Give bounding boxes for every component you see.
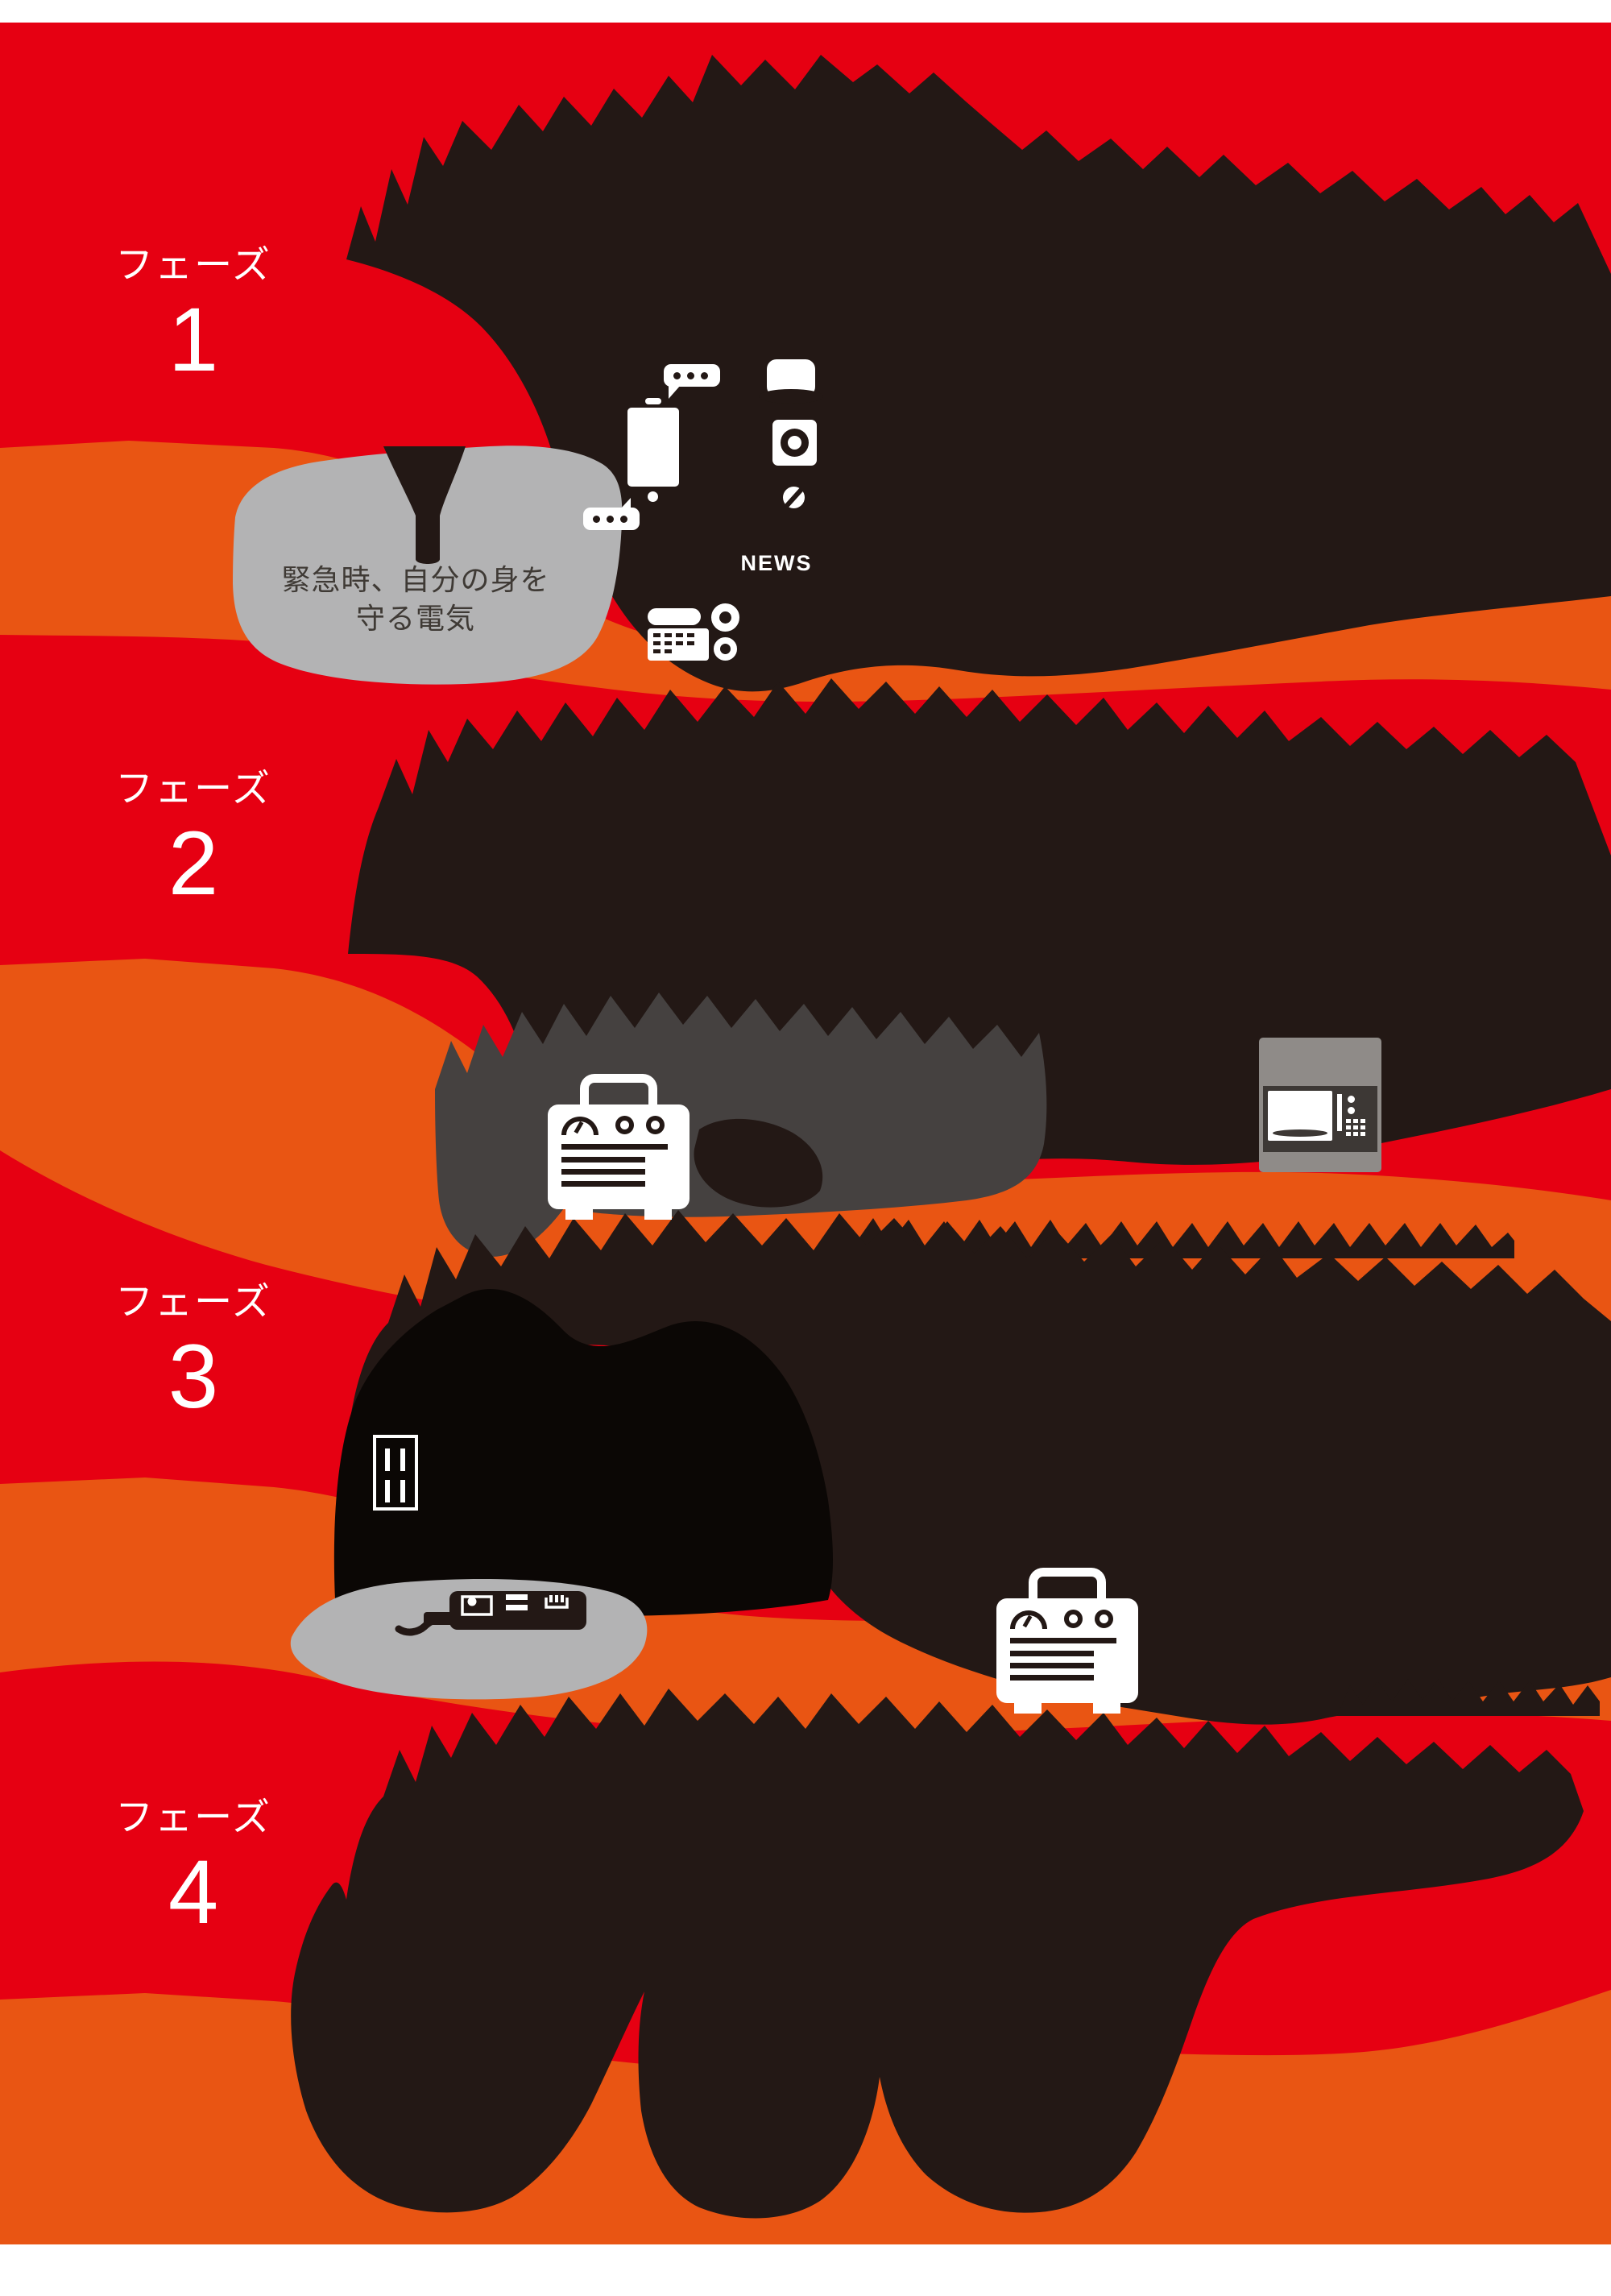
generator-vent (1010, 1663, 1094, 1668)
phase-tag-1: フェーズ 1 (89, 246, 298, 385)
generator-gauge (561, 1117, 598, 1135)
radio-reel-bottom (714, 637, 737, 661)
microwave-plate (1273, 1129, 1327, 1137)
speaker-icon (772, 420, 817, 466)
phase1-text-blob (346, 55, 1611, 692)
caption-bubble (233, 446, 623, 685)
generator-knob (646, 1116, 665, 1134)
generator-knob (1095, 1610, 1113, 1628)
generator-vent (561, 1181, 645, 1187)
generator-foot (1014, 1703, 1042, 1714)
strip-grill-tooth (549, 1595, 553, 1602)
generator-handle (580, 1074, 657, 1116)
generator-vent (1010, 1638, 1116, 1643)
strip-grill-tooth (561, 1595, 564, 1602)
radio-handle (648, 608, 701, 625)
phase4-number: 4 (168, 1842, 219, 1942)
lantern-icon (759, 359, 823, 404)
phase-tag-2: フェーズ 2 (89, 769, 298, 909)
speaker-center (788, 436, 801, 450)
microwave-icon (1259, 1038, 1384, 1175)
caption-bubble-notch (383, 446, 466, 564)
phase3-band-text-blob (1337, 1679, 1600, 1716)
bubble-tail (669, 385, 681, 399)
strip-grill-tooth (555, 1595, 558, 1602)
generator-vent (1010, 1675, 1094, 1681)
phase2-number: 2 (168, 813, 219, 914)
bubble-tail (620, 498, 631, 509)
generator-icon (548, 1074, 690, 1221)
microwave-knob (1348, 1107, 1355, 1114)
bubble-dots (593, 516, 600, 523)
generator-handle (1029, 1568, 1106, 1610)
generator-icon-2 (996, 1568, 1138, 1714)
chat-bubble-icon (664, 364, 720, 399)
microwave-knob (1348, 1096, 1355, 1103)
strip-grill (545, 1598, 569, 1609)
outlet-slots (385, 1448, 390, 1471)
generator-knob (1064, 1610, 1083, 1628)
chat-bubble-icon-2 (583, 498, 640, 531)
phase1-label: フェーズ (115, 243, 271, 286)
phone-home-button (648, 491, 658, 502)
news-icon: NEWS (740, 551, 813, 575)
microwave-handle-slot (1337, 1094, 1342, 1131)
microwave-keypad (1346, 1119, 1351, 1123)
phone-body (627, 408, 679, 487)
phase4-text-blob (291, 1689, 1584, 2219)
phase3-number: 3 (168, 1326, 219, 1427)
house-silhouette (333, 1288, 834, 1616)
power-strip-icon (395, 1591, 586, 1636)
bubble-body (583, 508, 640, 530)
strip-socket (461, 1595, 493, 1616)
generator-vent (561, 1169, 645, 1175)
emergency-radio-icon (643, 603, 743, 667)
wall-outlet-icon (373, 1435, 418, 1511)
strip-socket-pin (467, 1597, 477, 1606)
generator-foot (1093, 1703, 1120, 1714)
strip-switch (506, 1594, 528, 1600)
phase1-number: 1 (168, 289, 219, 390)
bubble-dots (673, 372, 681, 379)
generator-knob (615, 1116, 634, 1134)
phone-speaker (645, 398, 661, 404)
radio-reel-top (711, 603, 739, 632)
generator-vent (561, 1157, 645, 1163)
caption-line-1: 緊急時、自分の身を (281, 563, 550, 596)
orange-band-2 (0, 959, 1611, 1336)
radio-buttons (653, 633, 661, 637)
phase3-label: フェーズ (115, 1280, 271, 1323)
generator-vent (1010, 1651, 1094, 1656)
caption-line-2: 守る電気 (355, 601, 475, 635)
emergency-caption: 緊急時、自分の身を 守る電気 (266, 561, 565, 637)
smartphone-icon (620, 395, 686, 508)
phase-tag-4: フェーズ 4 (89, 1798, 298, 1938)
bubble-body (664, 364, 720, 387)
power-plug (424, 1612, 454, 1625)
phase2-small-blob (694, 1118, 823, 1208)
generator-vent (561, 1144, 668, 1150)
generator-foot (565, 1209, 593, 1220)
phase-tag-3: フェーズ 3 (89, 1283, 298, 1422)
phase4-label: フェーズ (115, 1796, 271, 1838)
lantern-base-cut (759, 389, 823, 404)
strip-switch (506, 1605, 528, 1610)
generator-foot (644, 1209, 672, 1220)
bean-icon (783, 486, 806, 509)
generator-gauge (1010, 1610, 1047, 1629)
phase2-label: フェーズ (115, 767, 271, 810)
